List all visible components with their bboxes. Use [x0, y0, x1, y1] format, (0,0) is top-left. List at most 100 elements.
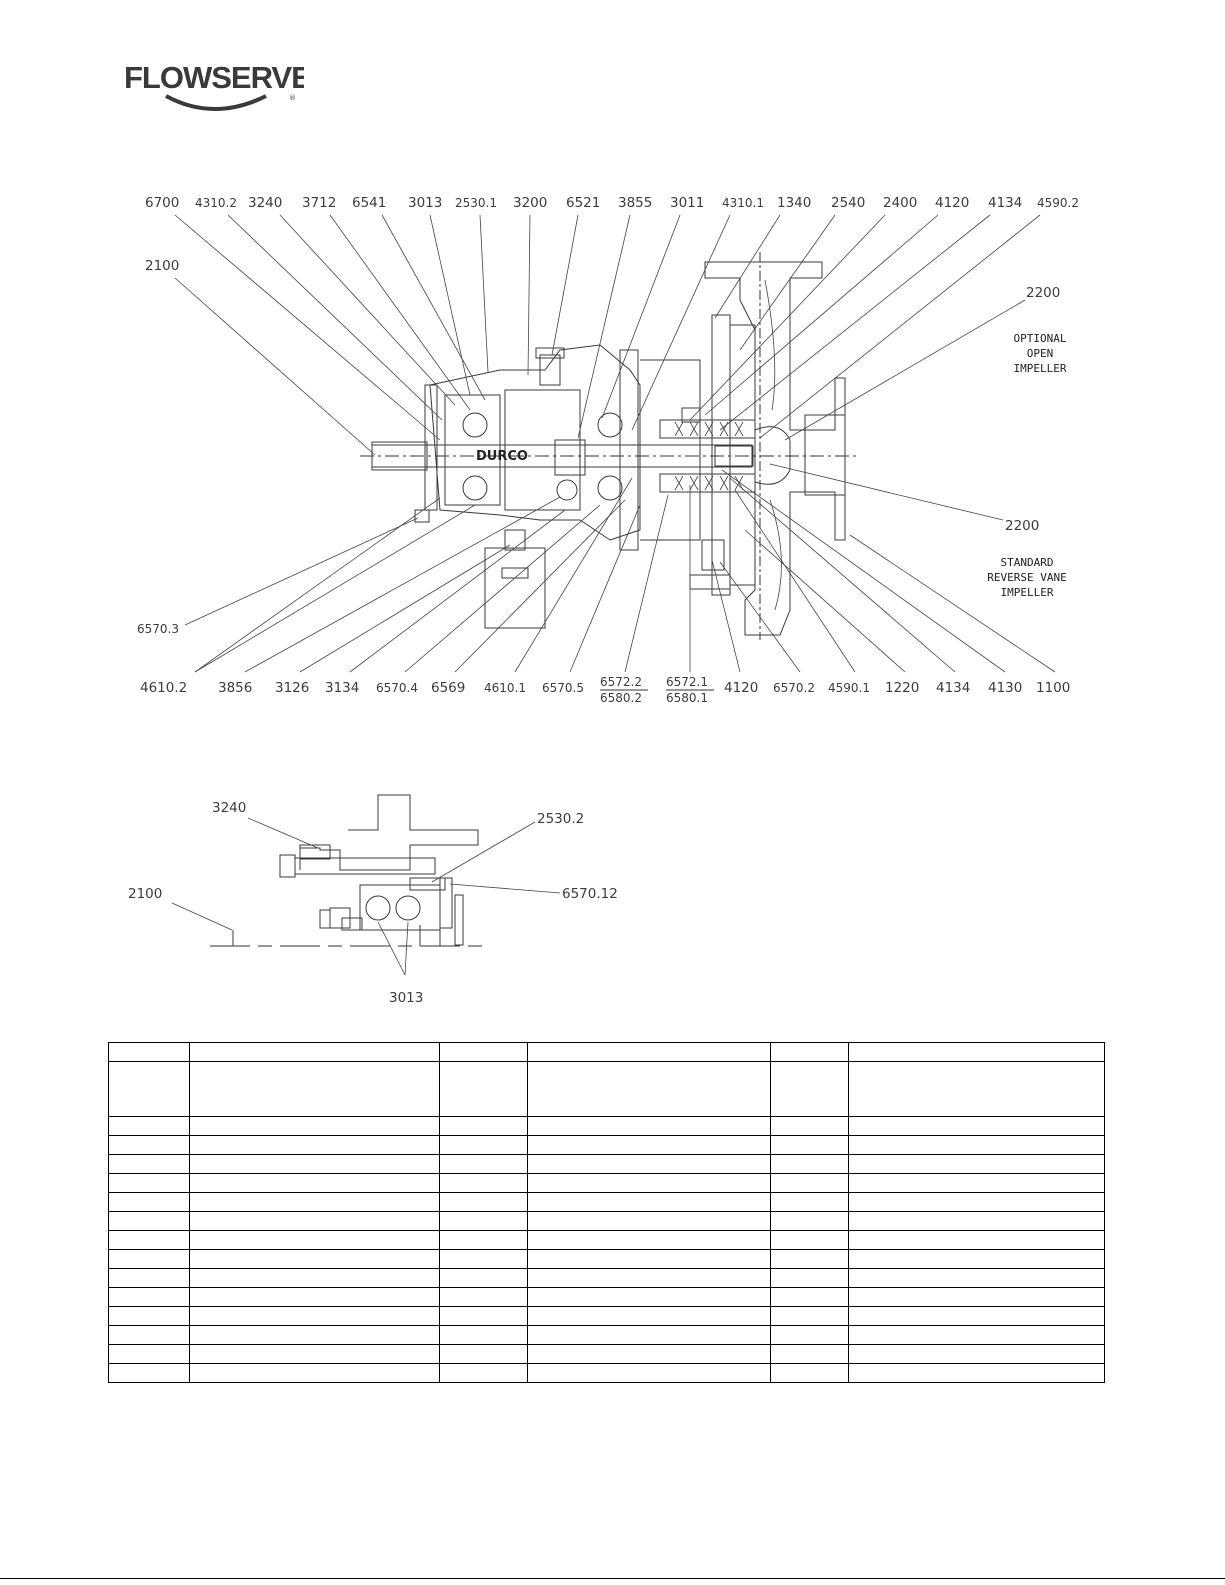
callout-4590-2: 4590.2: [1037, 196, 1079, 210]
table-row: [108, 1192, 1105, 1212]
callout-1340: 1340: [777, 195, 811, 211]
table-cell: [770, 1116, 849, 1136]
svg-text:OPEN: OPEN: [1027, 347, 1054, 360]
callout-3013: 3013: [408, 195, 442, 211]
table-cell: [108, 1173, 190, 1193]
logo-wordmark: FLOWSERVE: [124, 60, 304, 95]
table-cell: [770, 1135, 849, 1155]
table-cell: [848, 1192, 1105, 1212]
detail-callout-2100: 2100: [128, 886, 162, 902]
callout-3855: 3855: [618, 195, 652, 211]
callout-6521: 6521: [566, 195, 600, 211]
callout-4310-1: 4310.1: [722, 196, 764, 210]
table-cell: [189, 1344, 440, 1364]
table-cell: [108, 1363, 190, 1383]
svg-text:STANDARD: STANDARD: [1001, 556, 1054, 569]
table-cell: [189, 1061, 440, 1117]
table-cell: [189, 1116, 440, 1136]
table-cell: [189, 1042, 440, 1062]
table-cell: [108, 1042, 190, 1062]
table-row: [108, 1154, 1105, 1174]
table-cell: [770, 1344, 849, 1364]
callout-6570-4: 6570.4: [376, 681, 418, 695]
table-cell: [189, 1192, 440, 1212]
table-cell: [527, 1135, 771, 1155]
table-cell: [770, 1042, 849, 1062]
table-row: [108, 1116, 1105, 1136]
table-cell: [189, 1154, 440, 1174]
detail-callout-6570-12: 6570.12: [562, 886, 618, 902]
callout-6580-1: 6580.1: [666, 691, 708, 705]
table-row: [108, 1325, 1105, 1345]
table-cell: [848, 1344, 1105, 1364]
callout-4120: 4120: [935, 195, 969, 211]
table-cell: [108, 1135, 190, 1155]
table-cell: [848, 1173, 1105, 1193]
note-optional-open-impeller: OPTIONAL OPEN IMPELLER: [1014, 332, 1067, 375]
callout-4610-1: 4610.1: [484, 681, 526, 695]
detail-callouts: 3240 2530.2 2100 6570.12 3013: [128, 800, 618, 1006]
table-row: [108, 1230, 1105, 1250]
callout-4610-2: 4610.2: [140, 680, 187, 696]
callout-6569: 6569: [431, 680, 465, 696]
detail-callout-3013: 3013: [389, 990, 423, 1006]
callout-1220: 1220: [885, 680, 919, 696]
table-cell: [439, 1249, 528, 1269]
table-cell: [770, 1325, 849, 1345]
table-row: [108, 1211, 1105, 1231]
table-cell: [439, 1042, 528, 1062]
callout-4130: 4130: [988, 680, 1022, 696]
table-cell: [439, 1230, 528, 1250]
table-cell: [770, 1192, 849, 1212]
table-cell: [770, 1287, 849, 1307]
callout-1100: 1100: [1036, 680, 1070, 696]
table-cell: [439, 1192, 528, 1212]
table-cell: [848, 1116, 1105, 1136]
callout-3856: 3856: [218, 680, 252, 696]
table-row: [108, 1173, 1105, 1193]
callout-3134: 3134: [325, 680, 359, 696]
callout-3712: 3712: [302, 195, 336, 211]
table-cell: [439, 1173, 528, 1193]
table-cell: [527, 1192, 771, 1212]
svg-text:IMPELLER: IMPELLER: [1001, 586, 1054, 599]
table-cell: [189, 1363, 440, 1383]
table-cell: [108, 1268, 190, 1288]
table-row: [108, 1268, 1105, 1288]
durco-casting-mark: DURCO: [476, 449, 528, 464]
table-cell: [108, 1287, 190, 1307]
callout-6700: 6700: [145, 195, 179, 211]
table-cell: [527, 1116, 771, 1136]
table-cell: [848, 1287, 1105, 1307]
table-cell: [439, 1268, 528, 1288]
callout-6580-2: 6580.2: [600, 691, 642, 705]
table-cell: [189, 1306, 440, 1326]
table-cell: [848, 1249, 1105, 1269]
callout-4310-2: 4310.2: [195, 196, 237, 210]
callout-6572-1: 6572.1: [666, 675, 708, 689]
table-cell: [527, 1344, 771, 1364]
table-cell: [108, 1306, 190, 1326]
note-standard-reverse-vane-impeller: STANDARD REVERSE VANE IMPELLER: [987, 556, 1066, 599]
table-cell: [527, 1363, 771, 1383]
callouts-top: 6700 4310.2 3240 3712 6541 3013 2530.1 3…: [145, 195, 1079, 211]
callout-2400: 2400: [883, 195, 917, 211]
table-cell: [848, 1325, 1105, 1345]
callout-3126: 3126: [275, 680, 309, 696]
callout-4134: 4134: [988, 195, 1022, 211]
callout-3200: 3200: [513, 195, 547, 211]
table-row: [108, 1249, 1105, 1269]
callout-4590-1: 4590.1: [828, 681, 870, 695]
table-cell: [439, 1154, 528, 1174]
table-row: [108, 1287, 1105, 1307]
table-cell: [527, 1173, 771, 1193]
callout-4134-bottom: 4134: [936, 680, 970, 696]
pump-assembly: DURCO: [360, 252, 860, 640]
table-cell: [439, 1211, 528, 1231]
parts-list-table: [108, 1042, 1105, 1383]
table-cell: [770, 1173, 849, 1193]
page-bottom-rule: [0, 1578, 1225, 1579]
table-cell: [189, 1325, 440, 1345]
table-cell: [189, 1211, 440, 1231]
callout-6572-2: 6572.2: [600, 675, 642, 689]
